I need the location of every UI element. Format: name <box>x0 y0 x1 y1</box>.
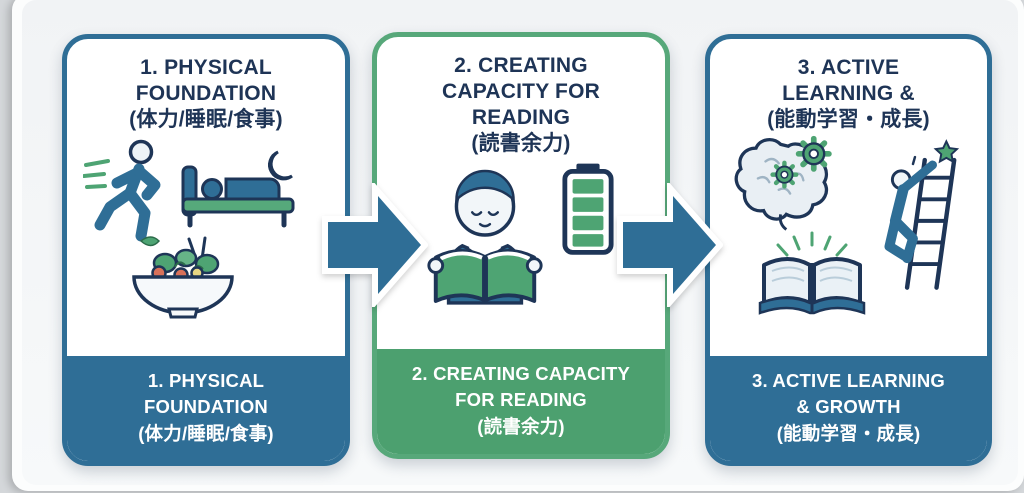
title-line: 1. PHYSICAL <box>140 56 272 79</box>
step-title: 2. CREATING CAPACITY FOR READING (読書余力) <box>377 37 665 157</box>
footer-line: 3. ACTIVE LEARNING <box>751 370 946 392</box>
sleeping-bed-moon-icon <box>177 149 299 241</box>
step-title: 3. ACTIVE LEARNING & (能動学習・成長) <box>710 39 987 133</box>
step-card-physical-foundation: 1. PHYSICAL FOUNDATION (体力/睡眠/食事) <box>62 34 350 466</box>
step-icons <box>377 157 665 349</box>
runner-icon <box>83 139 175 243</box>
step-footer: 1. PHYSICAL FOUNDATION (体力/睡眠/食事) <box>67 356 345 461</box>
footer-line: FOR READING <box>455 389 587 411</box>
battery-icon <box>561 161 615 257</box>
open-book-rays-icon <box>756 229 868 323</box>
footer-line: 2. CREATING CAPACITY <box>411 363 631 385</box>
footer-line: 1. PHYSICAL <box>147 370 265 392</box>
step-icons <box>710 133 987 356</box>
flow-arrow-2 <box>617 183 723 307</box>
brain-gears-icon <box>722 133 844 239</box>
title-line: CAPACITY FOR <box>442 80 600 104</box>
flow-arrow-1 <box>322 183 428 307</box>
salad-bowl-icon <box>129 233 237 319</box>
reading-person-icon <box>421 165 549 305</box>
title-line: (読書余力) <box>471 132 571 156</box>
step-icons <box>67 133 345 356</box>
step-footer: 2. CREATING CAPACITY FOR READING (読書余力) <box>377 349 665 454</box>
ladder-star-icon <box>860 135 964 295</box>
step-footer: 3. ACTIVE LEARNING & GROWTH (能動学習・成長) <box>710 356 987 461</box>
title-line: (体力/睡眠/食事) <box>129 108 283 132</box>
title-line: 3. ACTIVE <box>797 56 900 79</box>
footer-line: (能動学習・成長) <box>776 422 921 444</box>
title-line: (能動学習・成長) <box>767 108 930 132</box>
step-title: 1. PHYSICAL FOUNDATION (体力/睡眠/食事) <box>67 39 345 133</box>
footer-line: (体力/睡眠/食事) <box>138 422 274 444</box>
footer-line: FOUNDATION <box>144 396 268 418</box>
title-line: 2. CREATING <box>454 54 588 77</box>
title-line: LEARNING & <box>782 82 915 106</box>
footer-line: & GROWTH <box>796 396 901 418</box>
footer-line: (読書余力) <box>477 415 565 437</box>
title-line: READING <box>471 106 571 130</box>
step-card-active-learning: 3. ACTIVE LEARNING & (能動学習・成長) <box>705 34 992 466</box>
title-line: FOUNDATION <box>135 82 277 106</box>
